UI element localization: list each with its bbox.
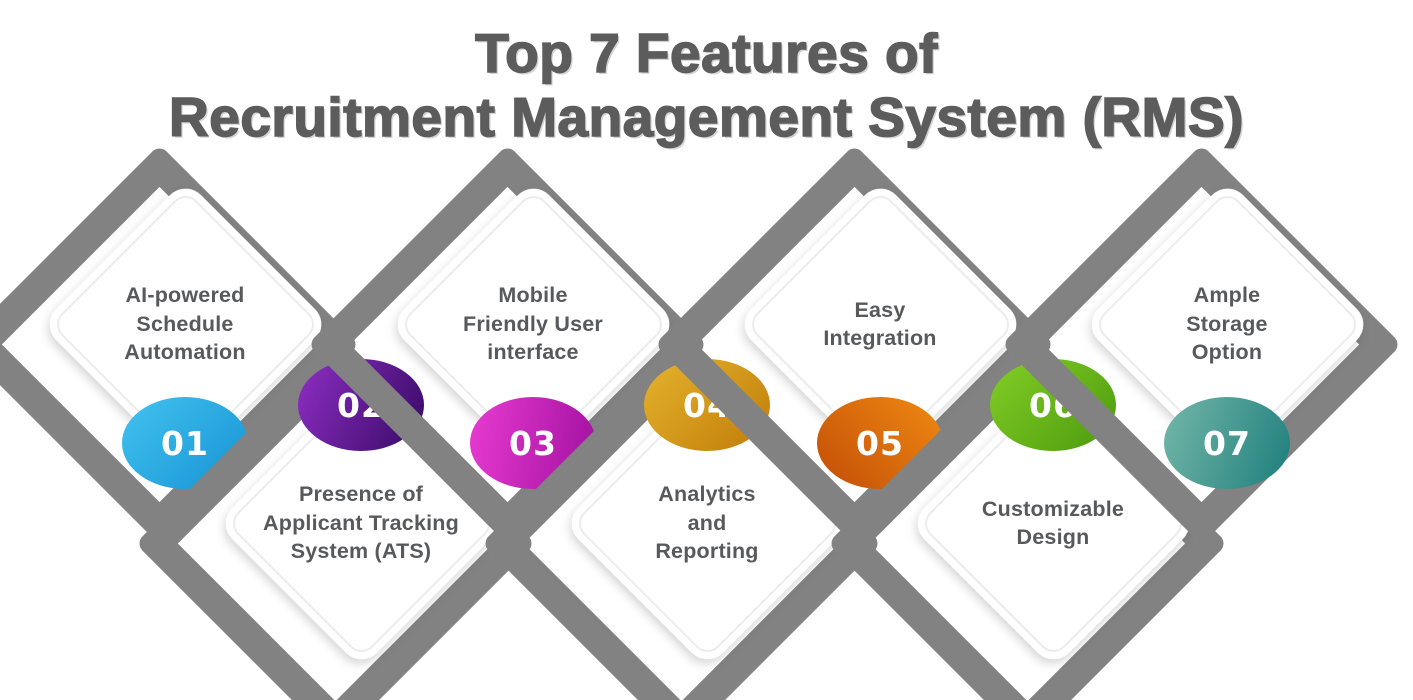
diamond-outline-ribbon [134,342,536,700]
feature-card [908,378,1198,668]
feature-number-badge: 06 [990,359,1116,451]
title-line-1: Top 7 Features of [474,21,938,85]
feature-card [735,179,1025,469]
feature-card [388,179,678,469]
feature-label: AI-powered Schedule Automation [124,283,246,365]
feature-card [216,378,506,668]
feature-card [562,378,852,668]
feature-label: Analytics and Reporting [655,482,759,564]
feature-number-badge: 04 [644,359,770,451]
diamond-outline-ribbon [653,143,1055,545]
feature-card [1082,179,1372,469]
feature-label: Customizable Design [981,496,1125,549]
diamond-outline-ribbon [1000,143,1402,545]
diamond-outline-ribbon [480,342,882,700]
diamond-outline-ribbon [826,342,1228,700]
feature-number-badge: 01 [122,397,248,489]
feature-label: Mobile Friendly User interface [462,283,603,365]
feature-label: Easy Integration [823,297,937,350]
feature-label: Ample Storage Option [1186,283,1268,365]
infographic-title: Top 7 Features of Recruitment Management… [0,21,1413,150]
feature-number-badge: 07 [1164,397,1290,489]
diamond-outline-ribbon [0,143,360,545]
feature-label: Presence of Applicant Tracking System (A… [263,482,459,564]
feature-number-badge: 03 [470,397,596,489]
feature-number-badge: 02 [298,359,424,451]
diamond-outline-ribbon [306,143,708,545]
title-line-2: Recruitment Management System (RMS) [168,85,1244,149]
feature-number-badge: 05 [817,397,943,489]
feature-card [40,179,330,469]
